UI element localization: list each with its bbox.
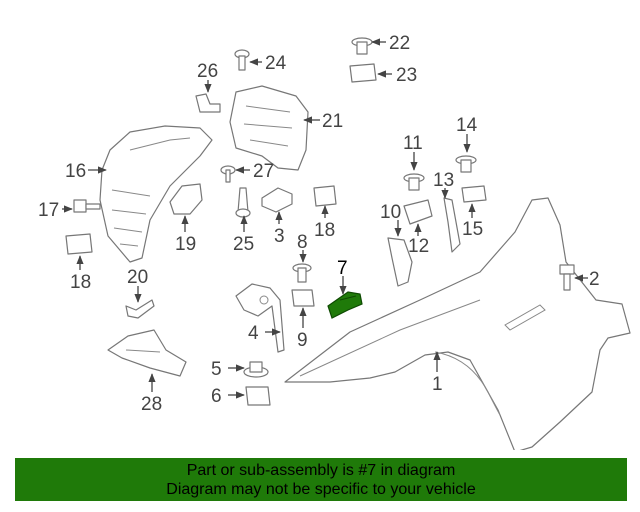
callout-16: 16 [65, 161, 86, 182]
callout-1: 1 [432, 374, 443, 395]
part-12-bracket[interactable] [403, 199, 433, 225]
leader-lines [62, 38, 588, 399]
part-19-pad[interactable] [169, 183, 203, 215]
part-20-screw[interactable] [125, 299, 155, 319]
banner-line-2: Diagram may not be specific to your vehi… [166, 481, 476, 498]
part-25-push-pin[interactable] [235, 187, 251, 218]
callout-3: 3 [274, 226, 285, 247]
part-15-clip[interactable] [461, 185, 487, 203]
part-18-clip-left[interactable] [65, 233, 93, 255]
callout-7: 7 [337, 258, 348, 279]
callout-10: 10 [380, 202, 401, 223]
callout-6: 6 [211, 386, 222, 407]
callout-26: 26 [197, 61, 218, 82]
callout-28: 28 [141, 394, 162, 415]
part-6-clip-nut[interactable] [245, 386, 271, 406]
part-9-clip[interactable] [291, 289, 315, 307]
callout-19: 19 [175, 234, 196, 255]
part-10-bracket[interactable] [387, 237, 413, 287]
banner-line-1: Part or sub-assembly is #7 in diagram [186, 462, 456, 479]
callout-25: 25 [233, 234, 254, 255]
part-21-inner-panel[interactable] [229, 85, 309, 171]
part-27-rivet[interactable] [220, 165, 236, 183]
part-13-bracket[interactable] [443, 197, 461, 253]
callout-4: 4 [248, 323, 259, 344]
part-22-bolt[interactable] [351, 37, 373, 55]
part-4-bracket[interactable] [235, 283, 285, 353]
part-14-bolt[interactable] [455, 155, 477, 173]
part-1-fender[interactable] [284, 197, 631, 450]
callout-9: 9 [297, 330, 308, 351]
parts-diagram: 1 2 3 4 5 6 7 8 9 10 11 12 13 14 15 16 1… [38, 33, 631, 450]
part-5-nut[interactable] [243, 361, 269, 378]
part-7-bracket-highlighted[interactable] [327, 291, 363, 319]
callout-18-middle: 18 [314, 220, 335, 241]
callout-12: 12 [408, 236, 429, 257]
part-16-wheel-liner[interactable] [99, 125, 213, 263]
callout-18-left: 18 [70, 272, 91, 293]
part-11-bolt[interactable] [403, 173, 425, 191]
callout-21: 21 [322, 111, 343, 132]
callout-22: 22 [389, 33, 410, 54]
part-24-push-pin[interactable] [234, 49, 250, 71]
callout-5: 5 [211, 359, 222, 380]
part-28-lower-bracket[interactable] [107, 329, 187, 377]
part-18-clip-middle[interactable] [313, 185, 337, 207]
part-8-bolt[interactable] [292, 263, 312, 283]
part-17-bolt[interactable] [73, 199, 101, 213]
callout-labels: 1 2 3 4 5 6 7 8 9 10 11 12 13 14 15 16 1… [38, 33, 600, 415]
callout-14: 14 [456, 115, 478, 136]
callout-23: 23 [396, 65, 417, 86]
callout-13: 13 [433, 170, 454, 191]
callout-8: 8 [297, 232, 308, 253]
callout-20: 20 [127, 267, 148, 288]
part-2-bolt[interactable] [559, 264, 575, 291]
notice-banner: Part or sub-assembly is #7 in diagram Di… [15, 458, 627, 501]
part-3-clip[interactable] [261, 187, 293, 213]
callout-24: 24 [265, 53, 287, 74]
callout-27: 27 [253, 161, 274, 182]
callout-11: 11 [403, 133, 423, 154]
callout-2: 2 [589, 269, 600, 290]
callout-15: 15 [462, 219, 483, 240]
part-23-clip[interactable] [349, 63, 377, 83]
part-26-bracket[interactable] [195, 93, 221, 113]
callout-17: 17 [38, 200, 59, 221]
